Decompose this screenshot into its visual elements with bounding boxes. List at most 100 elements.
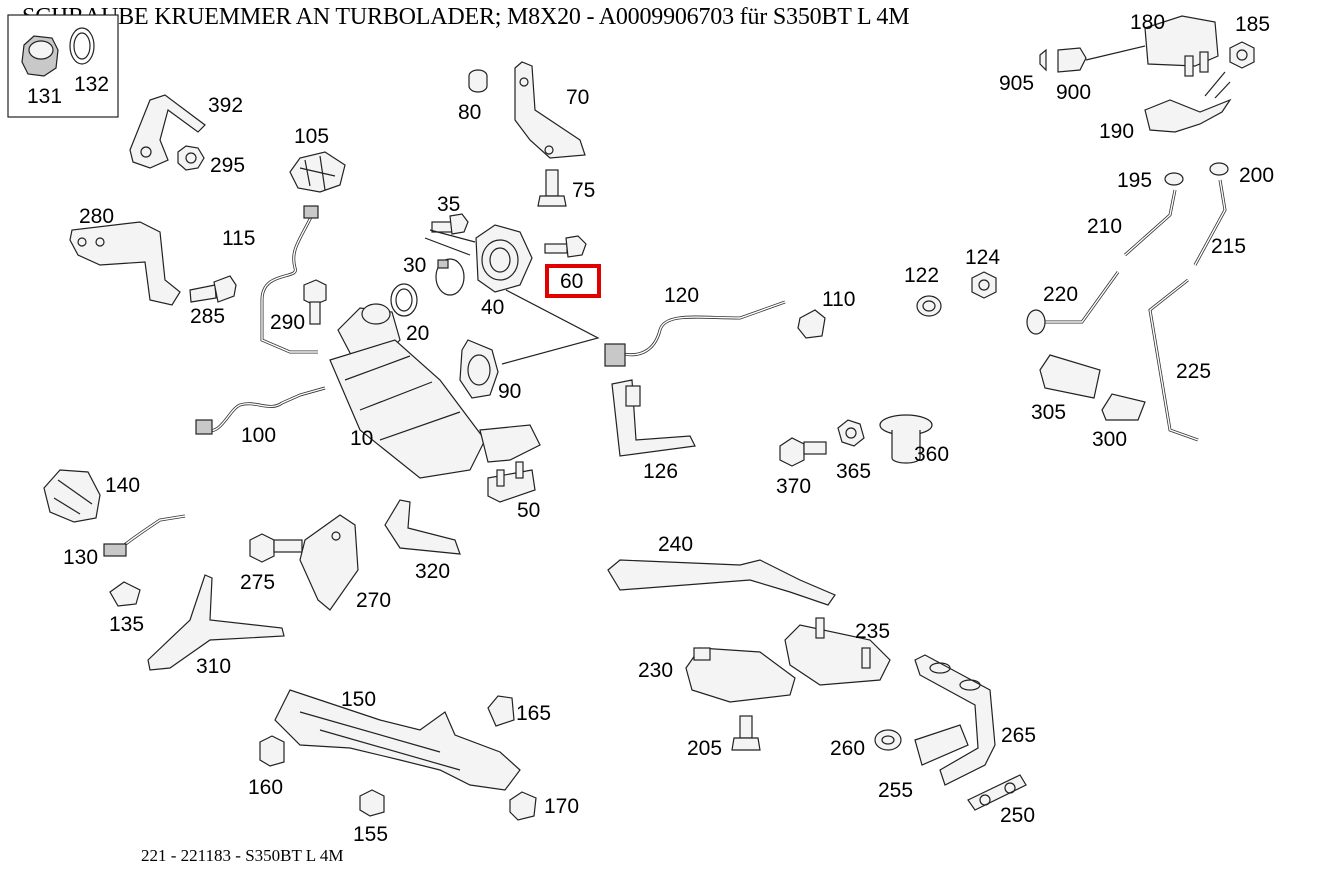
part-124-nut (971, 271, 997, 299)
label-240: 240 (658, 533, 693, 556)
label-255: 255 (878, 779, 913, 802)
label-295: 295 (210, 154, 245, 177)
label-100: 100 (241, 424, 276, 447)
label-165: 165 (516, 702, 551, 725)
part-290-bolt (303, 279, 327, 325)
part-305-heat-shield (1039, 354, 1101, 399)
label-195: 195 (1117, 169, 1152, 192)
label-305: 305 (1031, 401, 1066, 424)
part-310-bracket (147, 574, 285, 671)
label-20: 20 (406, 322, 429, 345)
label-124: 124 (965, 246, 1000, 269)
label-285: 285 (190, 305, 225, 328)
part-360-sleeve (879, 414, 933, 464)
label-126: 126 (643, 460, 678, 483)
part-180-pressure-converter (1144, 15, 1219, 77)
part-90-gasket (459, 339, 499, 399)
part-35-bolt (431, 213, 469, 235)
label-392: 392 (208, 94, 243, 117)
part-365-washer (837, 419, 865, 447)
label-80: 80 (458, 101, 481, 124)
part-260-grommet (874, 729, 902, 751)
label-190: 190 (1099, 120, 1134, 143)
label-265: 265 (1001, 724, 1036, 747)
part-185-nut (1229, 41, 1255, 69)
label-320: 320 (415, 560, 450, 583)
label-35: 35 (437, 193, 460, 216)
part-280-bracket (69, 221, 181, 306)
part-220-pipe (1026, 271, 1120, 335)
part-205-bolt (731, 715, 761, 751)
label-185: 185 (1235, 13, 1270, 36)
label-200: 200 (1239, 164, 1274, 187)
part-130-sensor (103, 514, 186, 557)
label-180: 180 (1130, 11, 1165, 34)
label-360: 360 (914, 443, 949, 466)
part-135-clip (109, 581, 141, 607)
label-70: 70 (566, 86, 589, 109)
label-30: 30 (403, 254, 426, 277)
part-122-grommet (916, 295, 942, 317)
part-70-bracket (514, 61, 586, 159)
label-260: 260 (830, 737, 865, 760)
part-285-bolt (189, 275, 237, 303)
label-270: 270 (356, 589, 391, 612)
label-250: 250 (1000, 804, 1035, 827)
label-120: 120 (664, 284, 699, 307)
label-131: 131 (27, 85, 62, 108)
label-275: 275 (240, 571, 275, 594)
label-110: 110 (822, 288, 855, 311)
part-80-bush (468, 69, 488, 93)
part-140-cover (43, 469, 101, 523)
label-900: 900 (1056, 81, 1091, 104)
part-100-sensor (195, 386, 326, 435)
label-220: 220 (1043, 283, 1078, 306)
label-132: 132 (74, 73, 109, 96)
part-195-clamp (1164, 172, 1184, 186)
part-50-studs (487, 461, 536, 503)
part-160-clip (259, 735, 285, 767)
part-165-clip (487, 695, 515, 727)
part-392-bracket (129, 94, 206, 169)
label-230: 230 (638, 659, 673, 682)
label-150: 150 (341, 688, 376, 711)
label-115: 115 (222, 227, 255, 250)
part-270-bracket (299, 514, 359, 611)
label-135: 135 (109, 613, 144, 636)
diagram-title: SCHRAUBE KRUEMMER AN TURBOLADER; M8X20 -… (22, 4, 910, 30)
part-120-sensor-cable (604, 300, 786, 367)
label-905: 905 (999, 72, 1034, 95)
label-170: 170 (544, 795, 579, 818)
label-130: 130 (63, 546, 98, 569)
part-110-clip (797, 309, 826, 339)
label-90: 90 (498, 380, 521, 403)
part-115-sensor (260, 205, 319, 354)
label-60: 60 (560, 270, 583, 293)
part-215-hose (1193, 179, 1227, 266)
label-290: 290 (270, 311, 305, 334)
part-10-particulate-filter (329, 303, 541, 479)
label-75: 75 (572, 179, 595, 202)
part-255-plate (914, 724, 969, 766)
part-155-clip (359, 789, 385, 817)
label-160: 160 (248, 776, 283, 799)
label-10: 10 (350, 427, 373, 450)
part-905-cap (1039, 48, 1047, 72)
part-265-bracket (914, 654, 996, 786)
part-320-bracket (384, 499, 461, 555)
part-20-gasket (390, 283, 418, 317)
label-40: 40 (481, 296, 504, 319)
part-230-plate (685, 647, 796, 703)
part-200-clamp (1209, 162, 1229, 176)
part-240-bracket (607, 559, 836, 606)
label-155: 155 (353, 823, 388, 846)
part-250-clip (967, 774, 1027, 811)
part-60-bolt (544, 235, 587, 258)
part-126-bracket (611, 379, 696, 457)
part-900-fitting (1057, 45, 1146, 73)
label-310: 310 (196, 655, 231, 678)
part-295-nut (177, 145, 205, 171)
diagram-footer: 221 - 221183 - S350BT L 4M (141, 846, 344, 865)
label-122: 122 (904, 264, 939, 287)
